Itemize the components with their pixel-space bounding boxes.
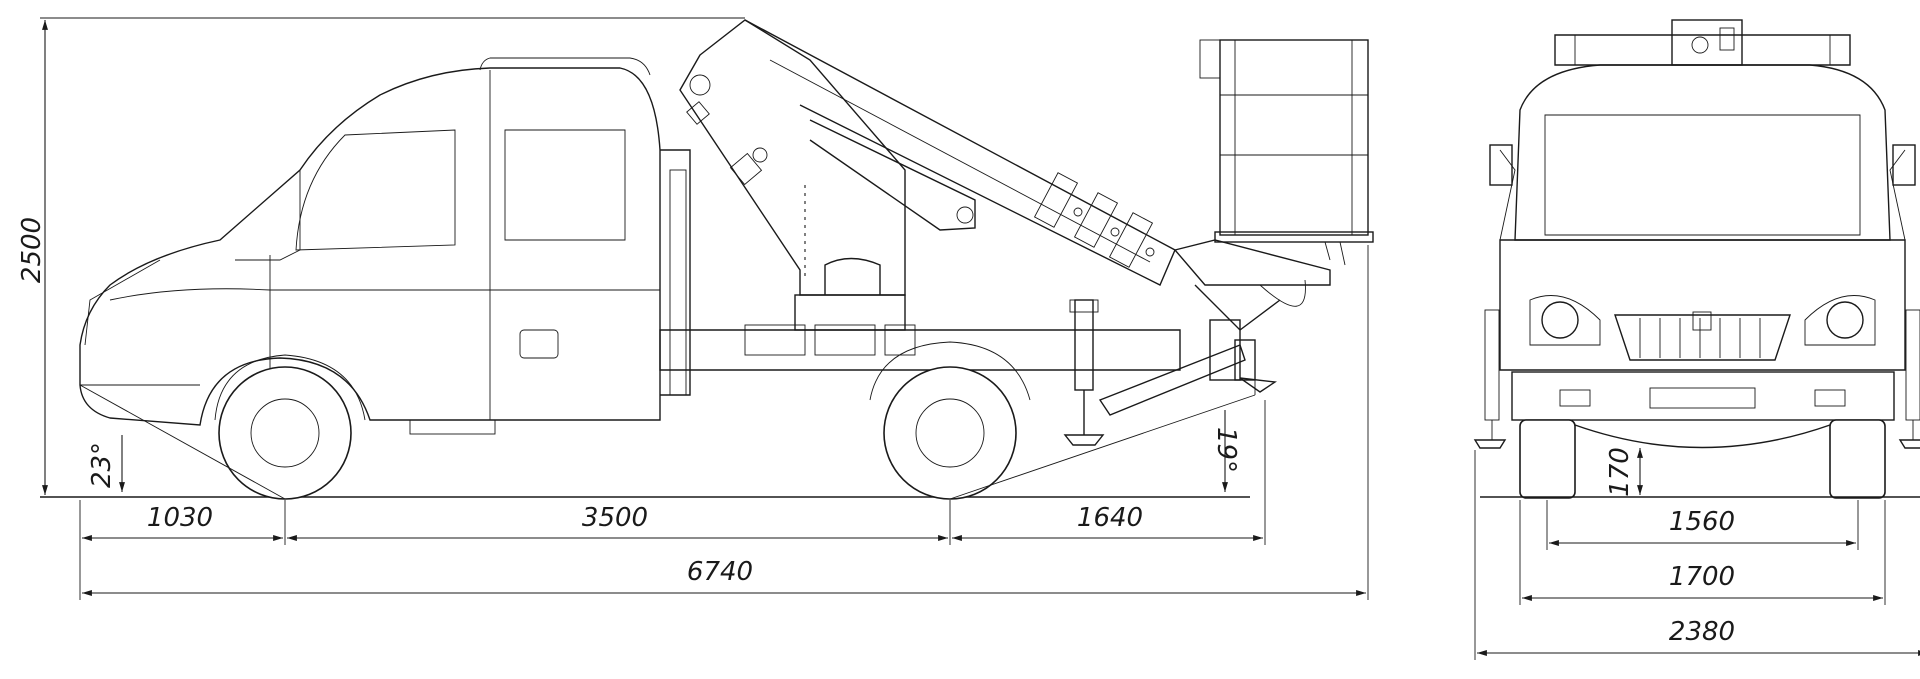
side-step-box (519, 329, 559, 359)
roof-rack (1554, 34, 1851, 66)
dim-track-width: 1560 (1669, 507, 1735, 537)
stabilizer-pad (1063, 434, 1105, 446)
front-fascia (1499, 239, 1906, 371)
basket-hose (1259, 279, 1306, 307)
side-view: 2500 23° 19° 1030 3500 1640 6740 (17, 17, 1374, 600)
boom-plate-small (686, 101, 710, 125)
mirror-left (1489, 144, 1513, 186)
mirror-right (1892, 144, 1916, 186)
frame-box-2 (814, 324, 876, 356)
side-step (409, 419, 496, 435)
front-wheel (218, 366, 352, 500)
roof-line (479, 57, 651, 76)
stabilizer-pad-right (1898, 439, 1920, 449)
hood-line (84, 259, 161, 346)
rear-outrigger-box (1209, 319, 1241, 381)
fog-light-right (1814, 389, 1846, 407)
front-window (295, 129, 456, 251)
dim-front-overhang: 1030 (147, 503, 213, 533)
mirror-left-arm (1499, 149, 1516, 241)
dim-departure-angle: 19° (1211, 427, 1241, 473)
rear-jack-pad (1239, 377, 1277, 393)
cylinder-pin (956, 206, 974, 224)
basket-arm (1173, 239, 1331, 286)
basket-front-panel (1719, 27, 1735, 51)
turret-motor (824, 257, 881, 295)
rear-wheel (883, 366, 1017, 500)
approach-angle-line (79, 384, 286, 500)
boom-mast (679, 19, 906, 296)
headlight-housing-left (1529, 295, 1601, 346)
grille (1614, 314, 1791, 361)
dim-ground-clearance: 170 (1605, 447, 1635, 497)
headlight-housing-right (1804, 295, 1876, 346)
van-body (79, 67, 661, 426)
fog-light-left (1559, 389, 1591, 407)
dim-overall-width: 2380 (1669, 617, 1735, 647)
stabilizer-leg (1074, 299, 1094, 391)
boom-brackets (1033, 172, 1155, 268)
body-crease (109, 288, 660, 301)
front-axle (1574, 424, 1831, 449)
front-wheel-left (1519, 419, 1576, 499)
mirror-right-arm (1889, 149, 1906, 241)
work-basket (1199, 39, 1374, 266)
stabilizer-right (1905, 309, 1920, 421)
a-pillar (235, 170, 301, 261)
dim-overall-length: 6740 (687, 557, 753, 587)
license-plate (1649, 387, 1756, 409)
headlight-left (1541, 301, 1579, 339)
dim-approach-angle: 23° (87, 442, 117, 488)
windshield (1544, 114, 1861, 236)
basket-front-knob (1691, 36, 1709, 54)
headlight-right (1826, 301, 1864, 339)
stabilizer-pad-left (1473, 439, 1507, 449)
dim-overall-height: 2500 (17, 217, 47, 283)
dim-rear-overhang: 1640 (1077, 503, 1143, 533)
front-wheel-arch (214, 354, 366, 421)
front-wheel-right (1829, 419, 1886, 499)
rear-rack (669, 169, 687, 396)
boom-pivot-upper (689, 74, 711, 96)
rear-cab-panel (660, 149, 691, 396)
hydraulic-cylinder (809, 119, 976, 231)
frame-box-1 (744, 324, 806, 356)
stabilizer-leg-top (1069, 299, 1099, 313)
chassis-frame (659, 329, 1181, 371)
rear-window (504, 129, 626, 241)
cab-front (1514, 64, 1891, 241)
boom-plate (729, 152, 763, 186)
rear-wheel-arch (869, 341, 1031, 401)
departure-angle-line (949, 394, 1256, 500)
boom-pivot-lower (752, 147, 768, 163)
stabilizer-left (1484, 309, 1500, 421)
dim-wheelbase: 3500 (582, 503, 648, 533)
front-view: 170 1560 1700 2380 (1473, 19, 1920, 660)
basket-front (1671, 19, 1743, 66)
boom-arm-inner (769, 59, 1151, 263)
grille-emblem (1692, 311, 1712, 331)
grille-bars (1639, 318, 1761, 358)
dim-axle-width: 1700 (1669, 562, 1735, 592)
front-bumper (1511, 371, 1895, 421)
boom-arm (744, 19, 1176, 286)
rear-outrigger (1098, 344, 1246, 416)
